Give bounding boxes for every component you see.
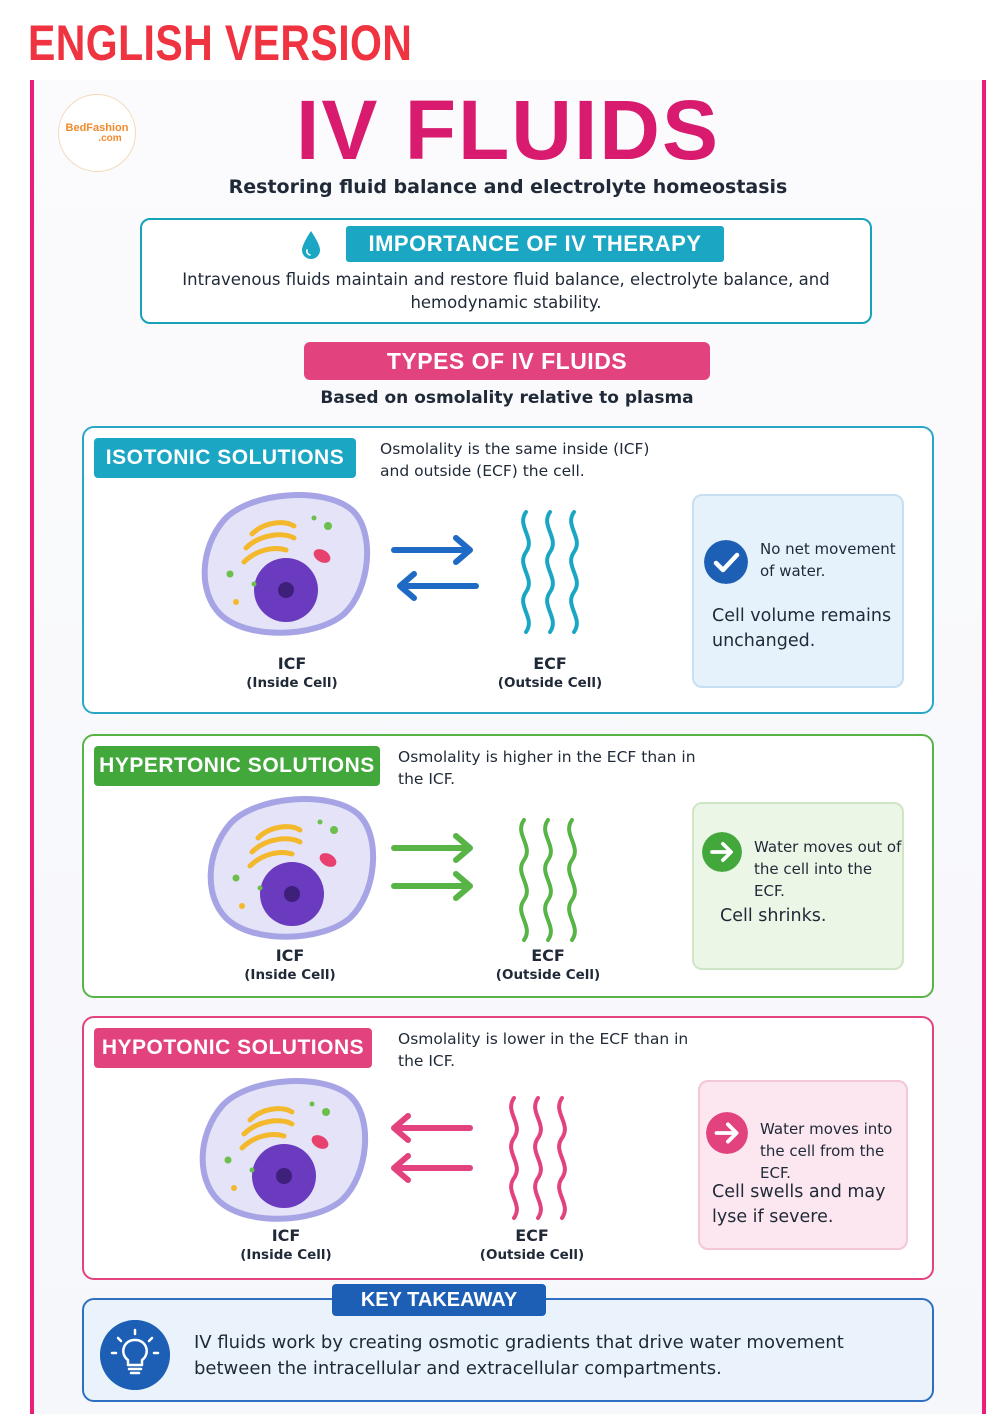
ecf-waves — [521, 510, 579, 634]
arrow-right-icon — [702, 832, 742, 872]
icf-label: ICF (Inside Cell) — [222, 654, 362, 691]
ecf-title: ECF — [533, 654, 567, 673]
icf-subtitle: (Inside Cell) — [246, 675, 338, 691]
ecf-subtitle: (Outside Cell) — [497, 675, 603, 691]
hypotonic-info-secondary: Cell swells and may lyse if severe. — [712, 1182, 886, 1227]
hypotonic-info-box: Water moves into the cell from the ECF. … — [698, 1080, 908, 1250]
isotonic-info-secondary: Cell volume remains unchanged. — [712, 606, 892, 651]
hypotonic-description: Osmolality is lower in the ECF than in t… — [398, 1030, 689, 1070]
ecf-label: ECF (Outside Cell) — [462, 1226, 602, 1263]
ecf-label: ECF (Outside Cell) — [480, 654, 620, 691]
icf-title: ICF — [277, 654, 307, 673]
isotonic-description: Osmolality is the same inside (ICF) and … — [380, 440, 650, 480]
key-takeaway-text: IV fluids work by creating osmotic gradi… — [194, 1332, 844, 1379]
isotonic-info-primary: No net movement of water. — [760, 540, 896, 580]
hypertonic-panel: HYPERTONIC SOLUTIONS Osmolality is highe… — [82, 734, 934, 998]
water-drop-icon — [302, 231, 320, 259]
isotonic-heading: ISOTONIC SOLUTIONS — [94, 438, 356, 478]
importance-heading: IMPORTANCE OF IV THERAPY — [346, 226, 724, 262]
ecf-waves — [509, 1096, 567, 1220]
water-flow-arrows — [391, 1113, 473, 1183]
poster-subtitle: Restoring fluid balance and electrolyte … — [228, 176, 788, 198]
ecf-title: ECF — [515, 1226, 549, 1245]
language-label: ENGLISH VERSION — [28, 15, 413, 71]
icf-label: ICF (Inside Cell) — [220, 946, 360, 983]
hypertonic-info-box: Water moves out of the cell into the ECF… — [692, 802, 904, 970]
icf-title: ICF — [275, 946, 305, 965]
isotonic-info-box: No net movement of water. Cell volume re… — [692, 494, 904, 688]
hypertonic-info-primary: Water moves out of the cell into the ECF… — [754, 838, 902, 900]
types-heading: TYPES OF IV FLUIDS — [304, 342, 710, 380]
ecf-waves — [519, 818, 577, 942]
hypertonic-info-secondary: Cell shrinks. — [720, 906, 827, 926]
hypotonic-panel: HYPOTONIC SOLUTIONS Osmolality is lower … — [82, 1016, 934, 1280]
hypotonic-heading: HYPOTONIC SOLUTIONS — [94, 1028, 372, 1068]
hypotonic-info-primary: Water moves into the cell from the ECF. — [760, 1120, 893, 1182]
types-subheading: Based on osmolality relative to plasma — [320, 388, 694, 408]
cell-illustration — [207, 796, 377, 940]
importance-box: IMPORTANCE OF IV THERAPY Intravenous flu… — [140, 218, 872, 324]
icf-subtitle: (Inside Cell) — [240, 1247, 332, 1263]
logo-line2: .com — [98, 133, 122, 144]
importance-text: Intravenous fluids maintain and restore … — [182, 270, 830, 312]
icf-title: ICF — [271, 1226, 301, 1245]
cell-illustration — [199, 1078, 369, 1222]
hypertonic-description: Osmolality is higher in the ECF than in … — [398, 748, 696, 788]
logo-line1: BedFashion — [65, 122, 129, 134]
isotonic-panel: ISOTONIC SOLUTIONS Osmolality is the sam… — [82, 426, 934, 714]
ecf-subtitle: (Outside Cell) — [479, 1247, 585, 1263]
water-flow-arrows — [391, 833, 473, 901]
lightbulb-icon — [100, 1320, 170, 1390]
checkmark-icon — [704, 540, 748, 584]
cell-illustration — [201, 492, 371, 636]
arrow-right-icon — [706, 1112, 748, 1154]
key-takeaway-heading: KEY TAKEAWAY — [332, 1284, 546, 1316]
hypertonic-heading: HYPERTONIC SOLUTIONS — [94, 746, 380, 786]
icf-subtitle: (Inside Cell) — [244, 967, 336, 983]
ecf-subtitle: (Outside Cell) — [495, 967, 601, 983]
poster: BedFashion .com IV FLUIDS Restoring flui… — [30, 80, 986, 1414]
water-flow-arrows — [391, 535, 479, 601]
icf-label: ICF (Inside Cell) — [216, 1226, 356, 1263]
ecf-title: ECF — [531, 946, 565, 965]
ecf-label: ECF (Outside Cell) — [478, 946, 618, 983]
brand-logo: BedFashion .com — [58, 94, 136, 172]
poster-title: IV FLUIDS — [295, 83, 720, 177]
